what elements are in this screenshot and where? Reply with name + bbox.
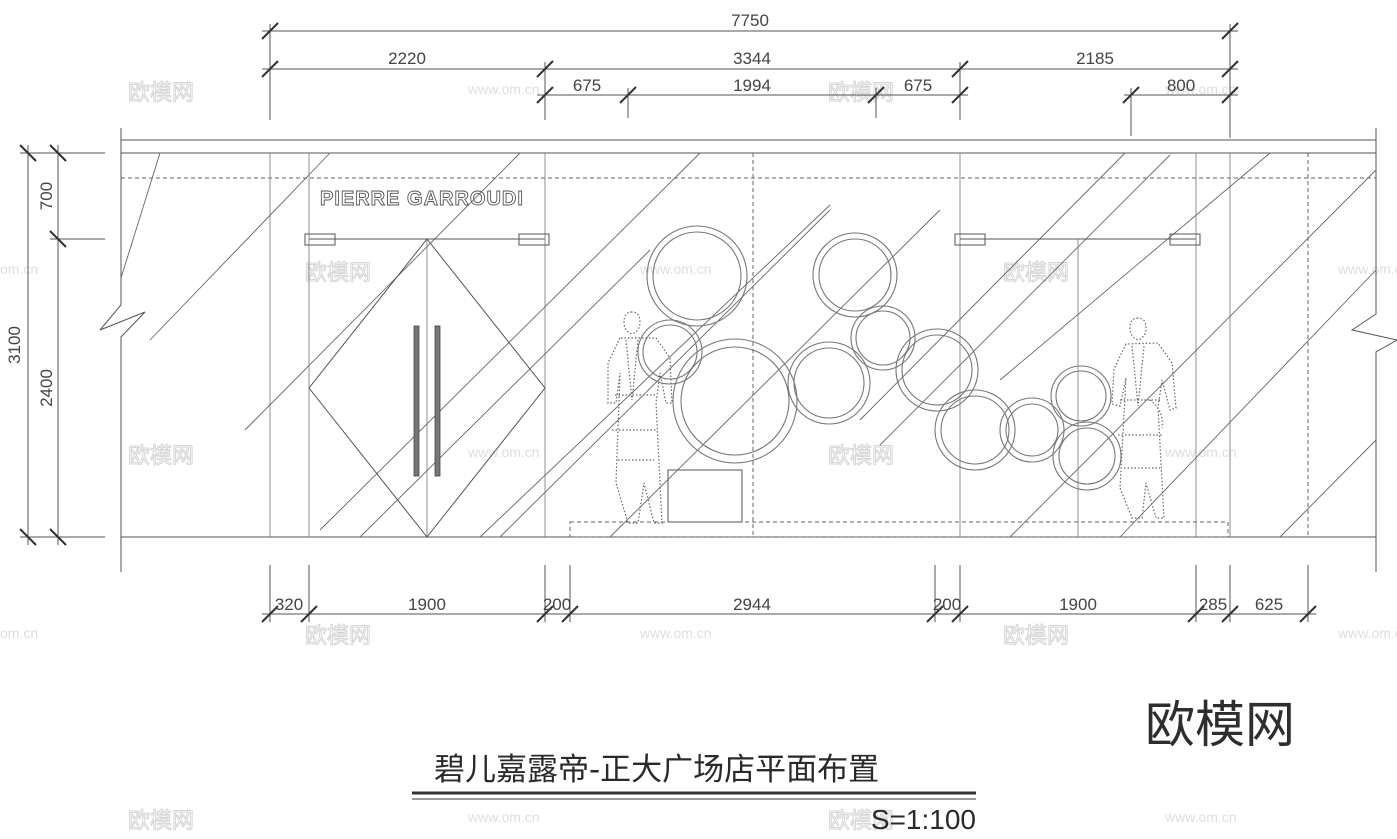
watermark-url: www.om.cn bbox=[1164, 81, 1237, 97]
watermark-url: om.cn bbox=[0, 625, 38, 641]
dim-625: 625 bbox=[1255, 595, 1283, 614]
watermark-logo: 欧模网 bbox=[305, 261, 371, 286]
watermark-logo: 欧模网 bbox=[128, 81, 194, 106]
title-block: 欧模网 碧儿嘉露帝-正大广场店平面布置 S=1:100 bbox=[412, 696, 1295, 835]
watermark-logo: 欧模网 bbox=[1003, 261, 1069, 286]
watermark-logo: 欧模网 bbox=[1003, 624, 1069, 649]
watermark-logo: 欧模网 bbox=[128, 444, 194, 469]
watermark-url: om.cn bbox=[0, 261, 38, 277]
drawing-scale: S=1:100 bbox=[871, 804, 976, 835]
watermark-logo: 欧模网 bbox=[128, 809, 194, 834]
left-entrance: PIERRE GARROUDI bbox=[304, 188, 550, 538]
brand-sign: PIERRE GARROUDI bbox=[320, 188, 524, 210]
display-window bbox=[569, 225, 1229, 538]
dim-total-width: 7750 bbox=[731, 11, 769, 30]
door-swing-diamond bbox=[308, 238, 546, 538]
door-handle bbox=[413, 325, 420, 477]
watermark-logo: 欧模网 bbox=[828, 81, 894, 106]
dim-2185: 2185 bbox=[1076, 49, 1114, 68]
watermark-layer: 欧模网 欧模网 欧模网 欧模网 欧模网 欧模网 欧模网 欧模网 欧模网 欧模网 … bbox=[0, 81, 1397, 835]
display-pedestal bbox=[667, 469, 743, 523]
dim-320: 320 bbox=[275, 595, 303, 614]
dim-285: 285 bbox=[1199, 595, 1227, 614]
dim-1900-right: 1900 bbox=[1059, 595, 1097, 614]
mannequin-figure bbox=[1111, 317, 1177, 519]
dim-3344: 3344 bbox=[733, 49, 771, 68]
door-handle bbox=[434, 325, 441, 477]
storefront-frame bbox=[99, 128, 1397, 572]
door-closer bbox=[954, 233, 986, 246]
glass-reflection-lines bbox=[120, 152, 1377, 538]
dim-2944: 2944 bbox=[733, 595, 771, 614]
dim-1994: 1994 bbox=[733, 76, 771, 95]
right-entrance bbox=[954, 233, 1201, 537]
door-closer bbox=[304, 233, 336, 246]
watermark-logo: 欧模网 bbox=[305, 624, 371, 649]
bottom-dimensions: 320 1900 200 2944 200 1900 285 625 bbox=[261, 565, 1317, 623]
watermark-url: www.om.cn bbox=[1337, 261, 1397, 277]
top-dimensions: 7750 2220 3344 2185 675 1994 675 800 bbox=[261, 11, 1239, 138]
door-closer bbox=[518, 233, 550, 246]
decorative-rings bbox=[637, 225, 1122, 491]
dim-1900-left: 1900 bbox=[408, 595, 446, 614]
dim-200-left: 200 bbox=[543, 595, 571, 614]
dim-800: 800 bbox=[1167, 76, 1195, 95]
watermark-url: www.om.cn bbox=[1164, 809, 1237, 825]
left-dimensions: 3100 700 2400 bbox=[5, 144, 105, 546]
dim-675-left: 675 bbox=[573, 76, 601, 95]
watermark-url: www.om.cn bbox=[639, 625, 712, 641]
dim-700: 700 bbox=[37, 182, 56, 210]
drawing-title: 碧儿嘉露帝-正大广场店平面布置 bbox=[434, 752, 879, 788]
watermark-url: www.om.cn bbox=[467, 444, 540, 460]
watermark-logo: 欧模网 bbox=[828, 444, 894, 469]
watermark-url: www.om.cn bbox=[639, 261, 712, 277]
dim-200-right: 200 bbox=[933, 595, 961, 614]
watermark-logo: 欧模网 bbox=[828, 809, 894, 834]
dim-675-right: 675 bbox=[904, 76, 932, 95]
dim-2400: 2400 bbox=[37, 369, 56, 407]
watermark-url: www.om.cn bbox=[1164, 444, 1237, 460]
dim-2220: 2220 bbox=[388, 49, 426, 68]
watermark-url: www.om.cn bbox=[467, 809, 540, 825]
mannequin-figure bbox=[607, 311, 673, 524]
door-closer bbox=[1169, 233, 1201, 246]
dim-3100: 3100 bbox=[5, 326, 24, 364]
watermark-url: www.om.cn bbox=[467, 81, 540, 97]
watermark-url: www.om.cn bbox=[1337, 625, 1397, 641]
watermark-large-logo: 欧模网 bbox=[1145, 696, 1295, 754]
